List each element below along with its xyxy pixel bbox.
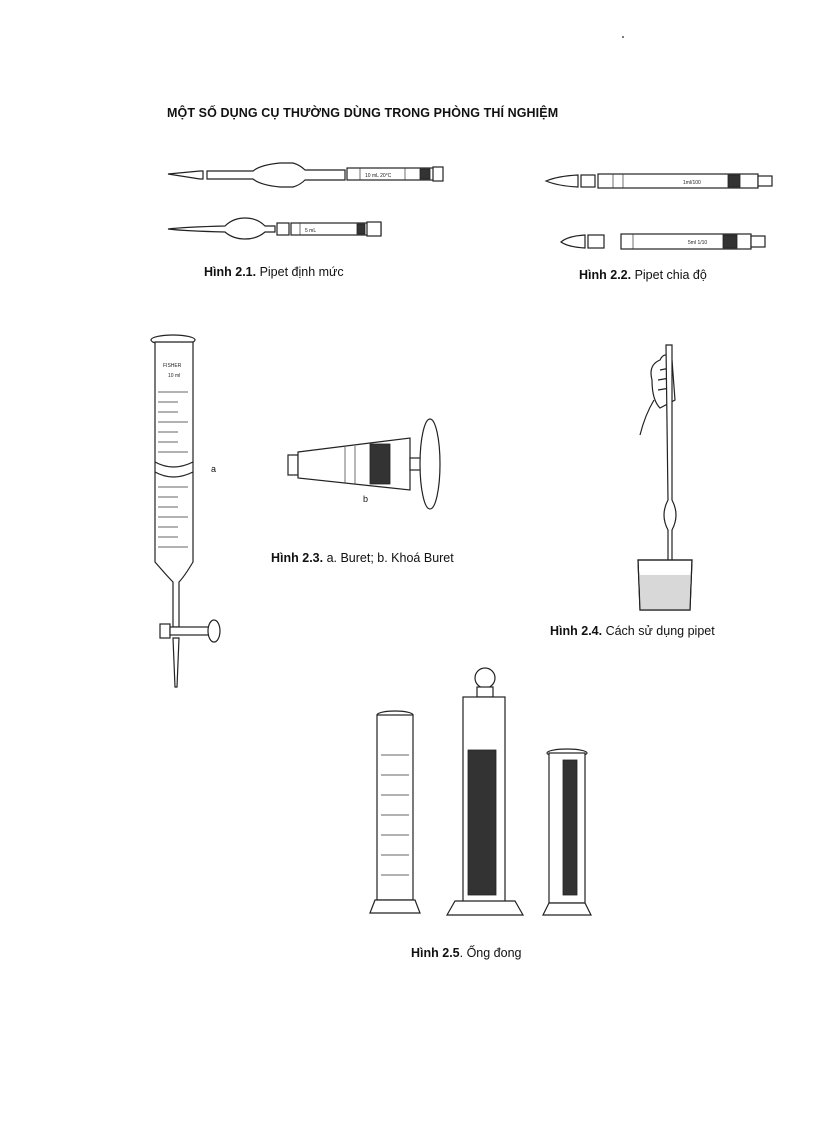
figure-2-3-stopcock-icon: b	[285, 410, 445, 510]
figure-2-3-label: Hình 2.3.	[271, 551, 324, 565]
stopcock-part-b-label: b	[363, 494, 368, 504]
figure-2-2-label: Hình 2.2.	[579, 268, 632, 282]
figure-2-3-text: a. Buret; b. Khoá Buret	[323, 551, 454, 565]
figure-2-4-pipet-usage-icon	[630, 340, 710, 615]
figure-2-2-graduated-pipet-icon: 1ml/100 5ml 1/10	[543, 170, 783, 260]
figure-2-4-text: Cách sử dụng pipet	[602, 624, 715, 638]
svg-text:FISHER: FISHER	[163, 363, 182, 369]
figure-2-3-burette-icon: FISHER 10 ml a	[148, 332, 238, 692]
burette-part-a-label: a	[211, 464, 216, 474]
svg-text:10 ml: 10 ml	[168, 373, 180, 379]
figure-2-5-graduated-cylinder-icon	[365, 665, 605, 920]
figure-2-2-caption: Hình 2.2. Pipet chia độ	[579, 268, 707, 282]
figure-2-5-label: Hình 2.5	[411, 946, 460, 960]
svg-text:10 mL 20°C: 10 mL 20°C	[365, 173, 392, 179]
figure-2-2-text: Pipet chia độ	[631, 268, 707, 282]
figure-2-5-caption: Hình 2.5. Ống đong	[411, 946, 521, 960]
svg-text:5 mL: 5 mL	[305, 228, 316, 234]
figure-2-1-label: Hình 2.1.	[204, 265, 257, 279]
figure-2-5-text: . Ống đong	[459, 946, 522, 960]
figure-2-4-label: Hình 2.4.	[550, 624, 603, 638]
scan-speck	[622, 36, 624, 38]
figure-2-1-text: Pipet định mức	[256, 265, 344, 279]
page-title: MỘT SỐ DỤNG CỤ THƯỜNG DÙNG TRONG PHÒNG T…	[167, 106, 559, 120]
figure-2-1-volumetric-pipet-icon: 10 mL 20°C 5 mL	[165, 155, 450, 240]
svg-text:5ml 1/10: 5ml 1/10	[688, 240, 707, 246]
figure-2-1-caption: Hình 2.1. Pipet định mức	[204, 265, 344, 279]
figure-2-4-caption: Hình 2.4. Cách sử dụng pipet	[550, 624, 715, 638]
svg-text:1ml/100: 1ml/100	[683, 180, 701, 186]
figure-2-3-caption: Hình 2.3. a. Buret; b. Khoá Buret	[271, 551, 454, 565]
